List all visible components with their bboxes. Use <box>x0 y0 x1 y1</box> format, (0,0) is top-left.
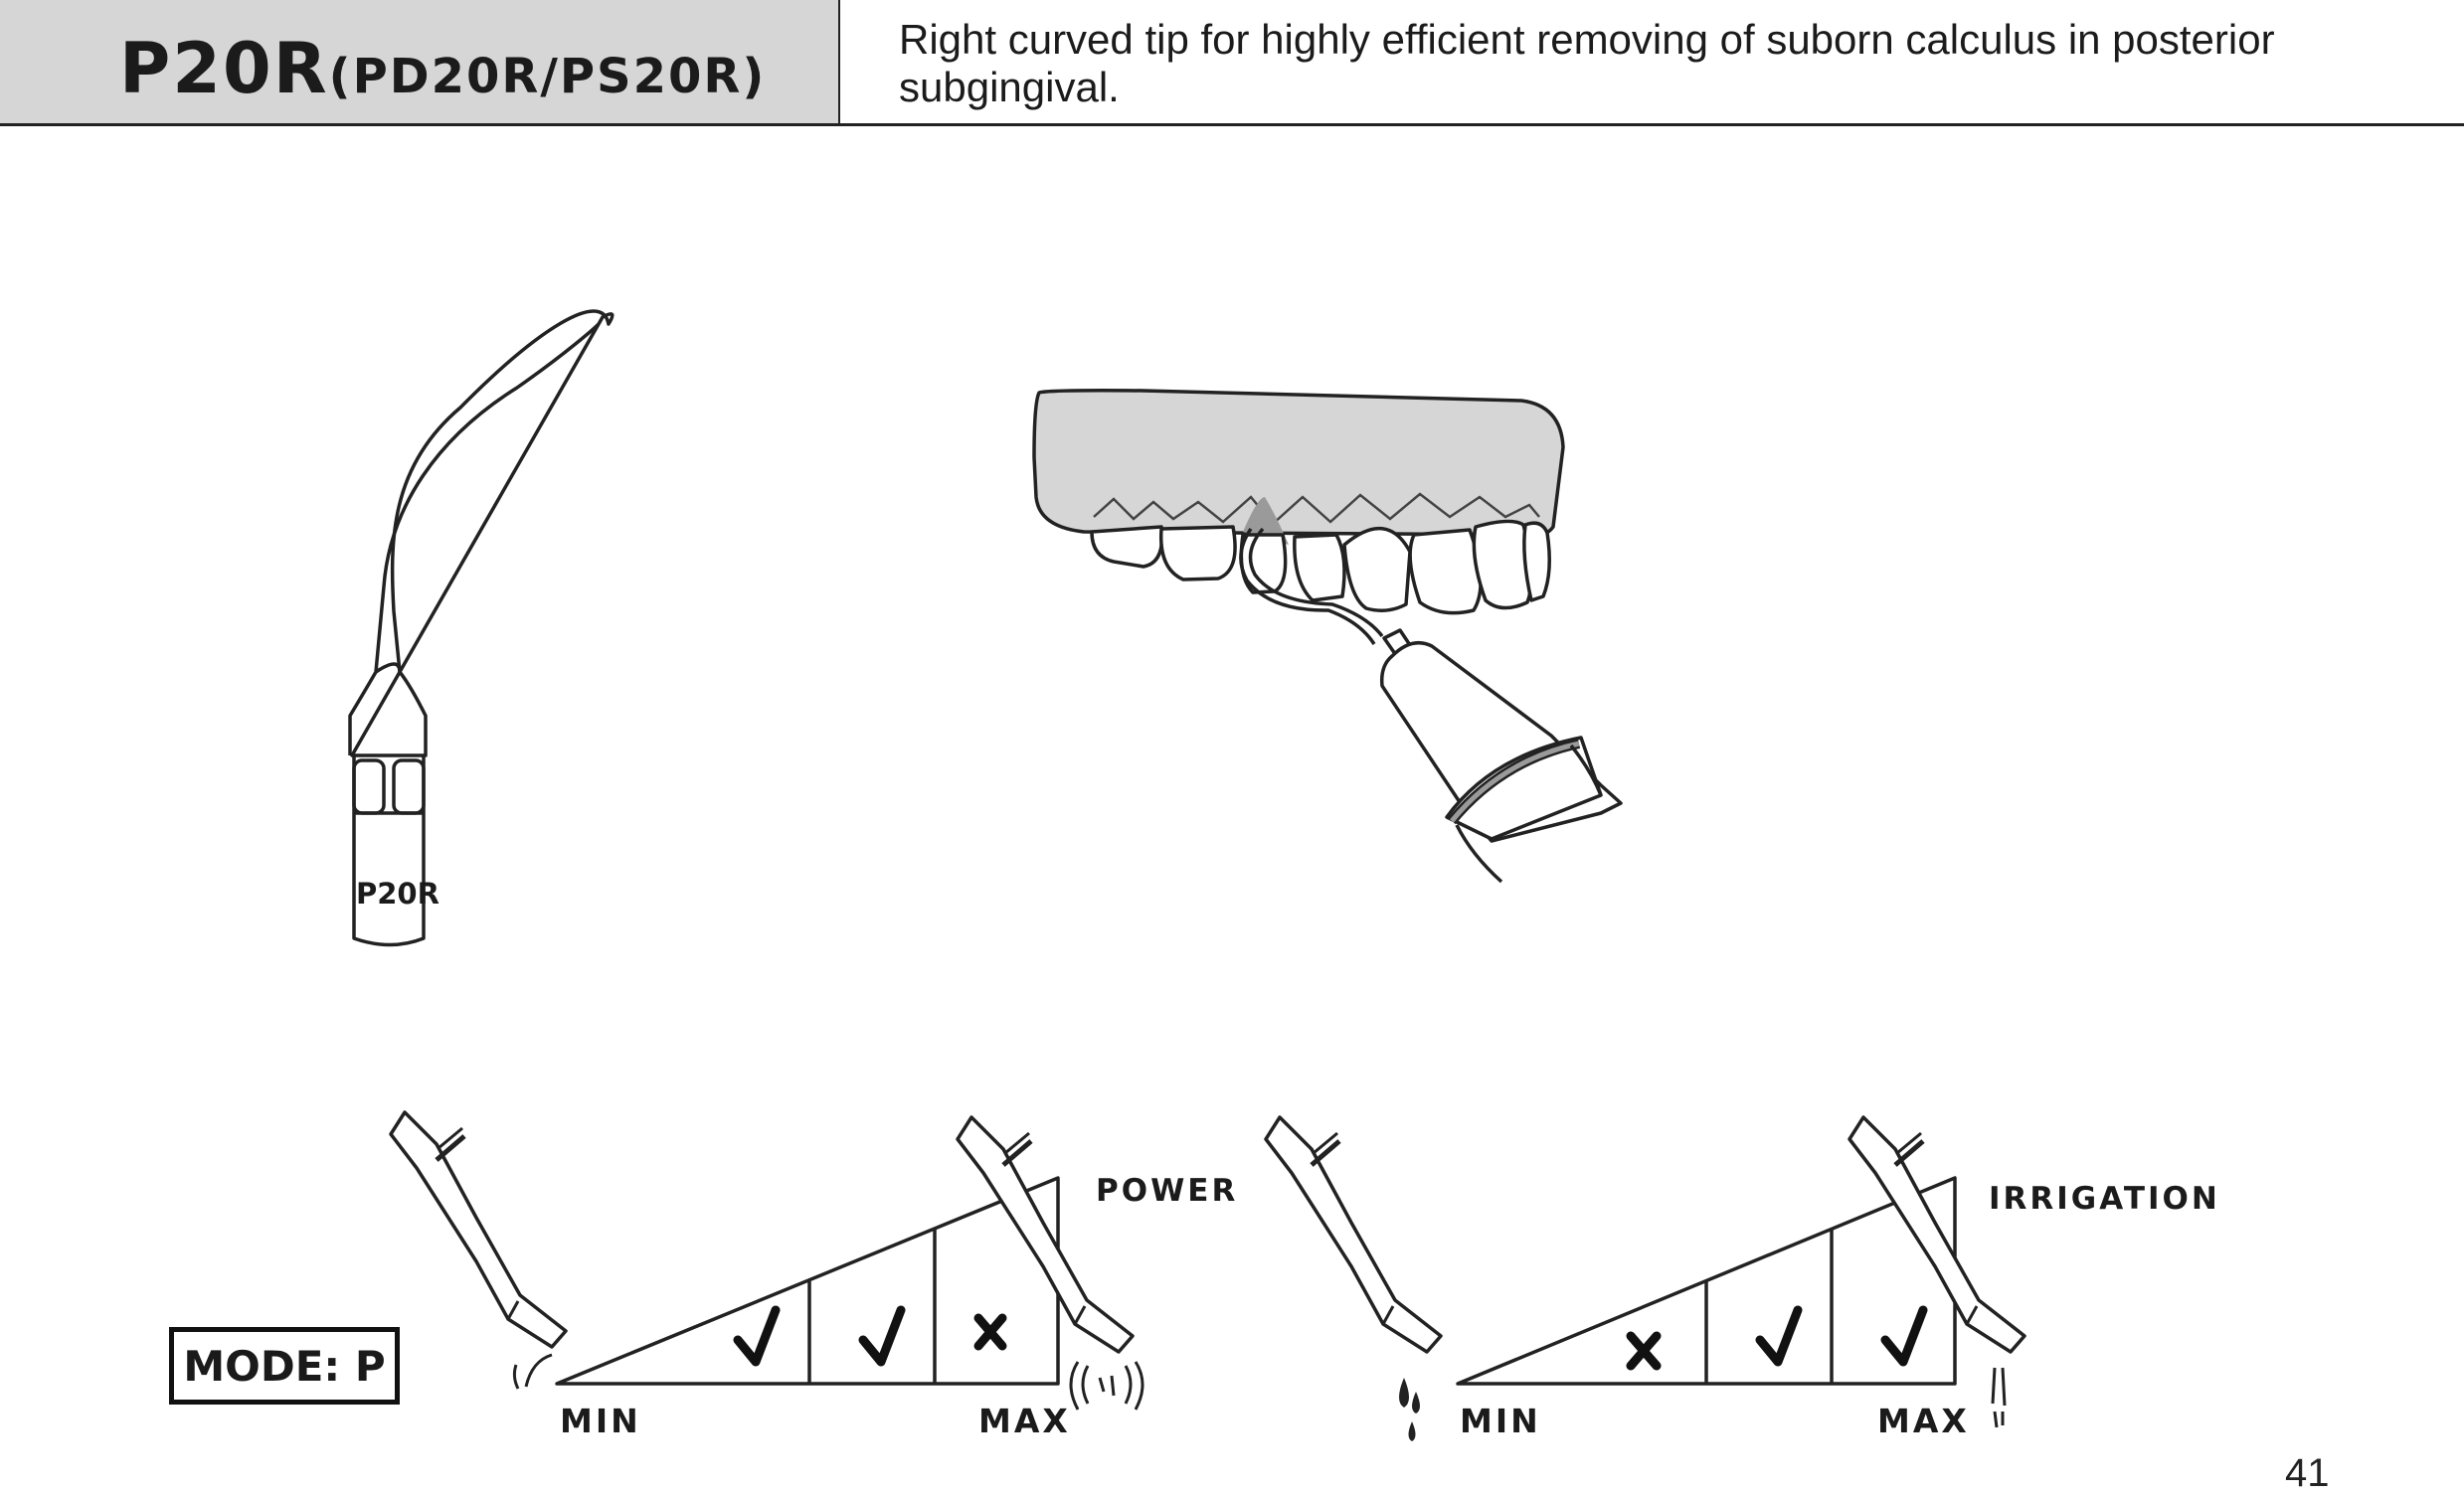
dental-arch-illustration <box>1032 389 1623 884</box>
vibration-icon <box>1069 1361 1144 1411</box>
water-drop-icon <box>1399 1378 1420 1441</box>
irrigation-chart <box>1456 1176 1957 1386</box>
handpiece-icon <box>1239 527 1623 884</box>
power-min-tip-icon <box>391 1112 566 1390</box>
close-icon <box>1626 1331 1662 1371</box>
model-code: P20R <box>119 28 329 109</box>
irrigation-max-tip-icon <box>1849 1117 2024 1352</box>
power-marks <box>733 1305 1007 1367</box>
check-icon <box>1880 1305 1928 1367</box>
water-spray-icon <box>1991 1367 2007 1428</box>
tip-engraving: P20R <box>356 877 440 911</box>
check-icon <box>858 1305 906 1367</box>
scaler-tip-icon <box>348 309 615 947</box>
tip-description: Right curved tip for highly efficient re… <box>899 16 2275 110</box>
header-divider <box>0 123 2464 126</box>
power-max-label: MAX <box>978 1402 1071 1440</box>
model-variants: (PD20R/PS20R) <box>328 49 767 104</box>
power-min-label: MIN <box>560 1402 641 1440</box>
check-icon <box>733 1305 781 1367</box>
power-chart <box>555 1176 1060 1386</box>
power-title: POWER <box>1096 1173 1239 1209</box>
close-icon <box>973 1313 1007 1351</box>
irrigation-max-label: MAX <box>1877 1402 1970 1440</box>
irrigation-marks <box>1626 1305 1928 1371</box>
irrigation-min-tip-icon <box>1266 1117 1441 1352</box>
mode-label: MODE: P <box>169 1327 400 1405</box>
page-number: 41 <box>2285 1451 2330 1495</box>
irrigation-min-label: MIN <box>1460 1402 1541 1440</box>
power-max-tip-icon <box>958 1117 1133 1352</box>
model-title: P20R(PD20R/PS20R) <box>119 28 766 109</box>
model-title-panel <box>0 0 840 123</box>
irrigation-title: IRRIGATION <box>1989 1181 2220 1217</box>
check-icon <box>1755 1305 1803 1367</box>
